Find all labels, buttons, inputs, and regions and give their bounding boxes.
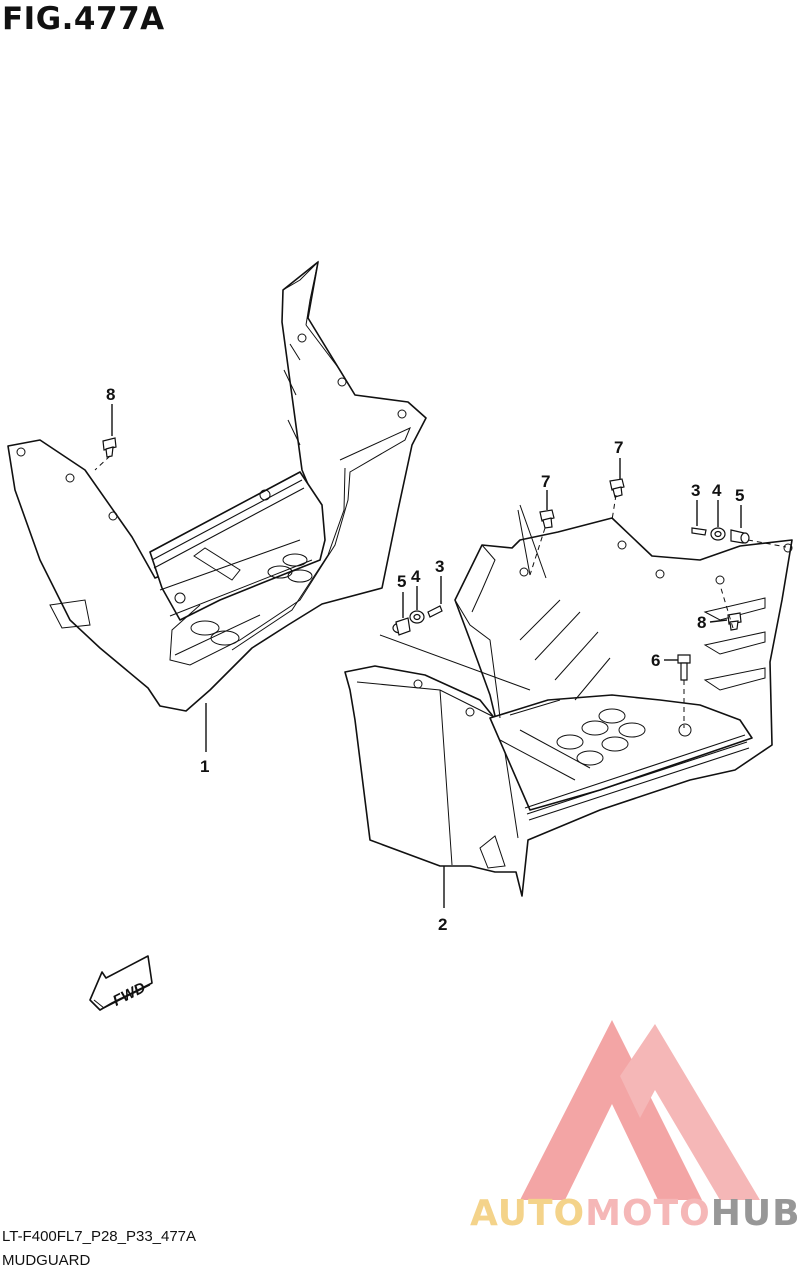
callout-8-top: 8 [106, 385, 115, 436]
diagram-name: MUDGUARD [2, 1252, 91, 1269]
callout-label-3-right: 3 [691, 481, 700, 500]
callout-4-right: 4 [712, 481, 722, 527]
callout-label-7-left: 7 [541, 472, 550, 491]
callout-4-left: 4 [411, 567, 421, 610]
callout-label-6: 6 [651, 651, 660, 670]
callout-7-right: 7 [614, 438, 623, 479]
assembly-line [719, 584, 734, 629]
logo-word-auto: AUTO [470, 1193, 585, 1234]
clip-part-8-right [727, 612, 742, 631]
callout-label-2: 2 [438, 915, 447, 934]
logo-word-hub: HUB [711, 1193, 800, 1234]
fwd-direction-arrow: FWD [89, 955, 153, 1011]
callout-label-4-left: 4 [411, 567, 421, 586]
callout-label-1: 1 [200, 757, 209, 776]
assembly-line [379, 504, 547, 691]
figure-title: FIG.477A [2, 1, 165, 37]
bolt-stack-left [392, 605, 443, 636]
callout-2: 2 [438, 866, 447, 934]
callout-label-8-right: 8 [697, 613, 706, 632]
right-mudguard-part-2 [344, 517, 793, 897]
callout-7-left: 7 [541, 472, 550, 510]
callout-label-5-left: 5 [397, 572, 406, 591]
clip-part-7-right [609, 478, 625, 498]
bolt-part-6 [677, 654, 691, 681]
logo-wordmark: AUTOMOTOHUB [470, 1193, 800, 1234]
logo-word-moto: MOTO [585, 1193, 711, 1234]
logo-triangle-icon [520, 1020, 702, 1200]
callout-label-4-right: 4 [712, 481, 722, 500]
callout-3-right: 3 [691, 481, 700, 526]
assembly-line [94, 455, 111, 471]
callout-5-right: 5 [735, 486, 744, 528]
clip-part-7-left [539, 509, 555, 529]
callout-6: 6 [651, 651, 678, 670]
left-mudguard-part-1 [7, 260, 427, 712]
callout-label-3-left: 3 [435, 557, 444, 576]
callout-8-right: 8 [697, 613, 728, 632]
callout-3-left: 3 [435, 557, 444, 604]
callout-5-left: 5 [397, 572, 406, 618]
callout-label-8-top: 8 [106, 385, 115, 404]
assembly-line [747, 539, 787, 548]
diagram-code: LT-F400FL7_P28_P33_477A [2, 1228, 197, 1245]
clip-part-8-top [102, 437, 117, 458]
callout-label-5-right: 5 [735, 486, 744, 505]
watermark-logo: AUTOMOTOHUB [470, 1020, 800, 1234]
callout-label-7-right: 7 [614, 438, 623, 457]
assembly-line [611, 494, 617, 521]
callout-1: 1 [200, 703, 209, 776]
bolt-stack-right [691, 527, 750, 544]
